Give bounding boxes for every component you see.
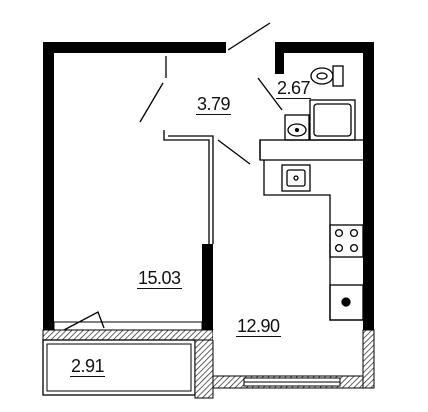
balcony-area: 2.91 [70,356,106,377]
hallway-area: 3.79 [196,94,232,115]
balcony-door [63,311,105,331]
bathroom-area: 2.67 [276,78,312,99]
stove-icon [329,224,364,258]
shower-tray-icon [309,99,356,141]
kitchen-counter [263,160,364,321]
living-room-area: 15.03 [137,268,182,289]
bathroom-top-wall [275,42,374,53]
exterior-walls [43,42,374,332]
living-room-door [139,56,167,123]
toilet-icon [310,65,344,87]
bathroom-left-wall [275,42,284,74]
washbasin-icon [284,114,310,141]
kitchen-area: 12.90 [236,316,281,337]
partition-pillar [202,244,213,330]
right-wall [363,42,374,332]
top-wall [43,42,226,53]
entrance-door [227,22,271,51]
kitchen-bottom-wall [212,329,375,389]
balcony-living [42,311,214,399]
left-wall [43,42,54,330]
fridge-icon [329,284,364,321]
bathroom-fixtures [284,65,356,141]
kitchen-sink-icon [281,164,311,192]
